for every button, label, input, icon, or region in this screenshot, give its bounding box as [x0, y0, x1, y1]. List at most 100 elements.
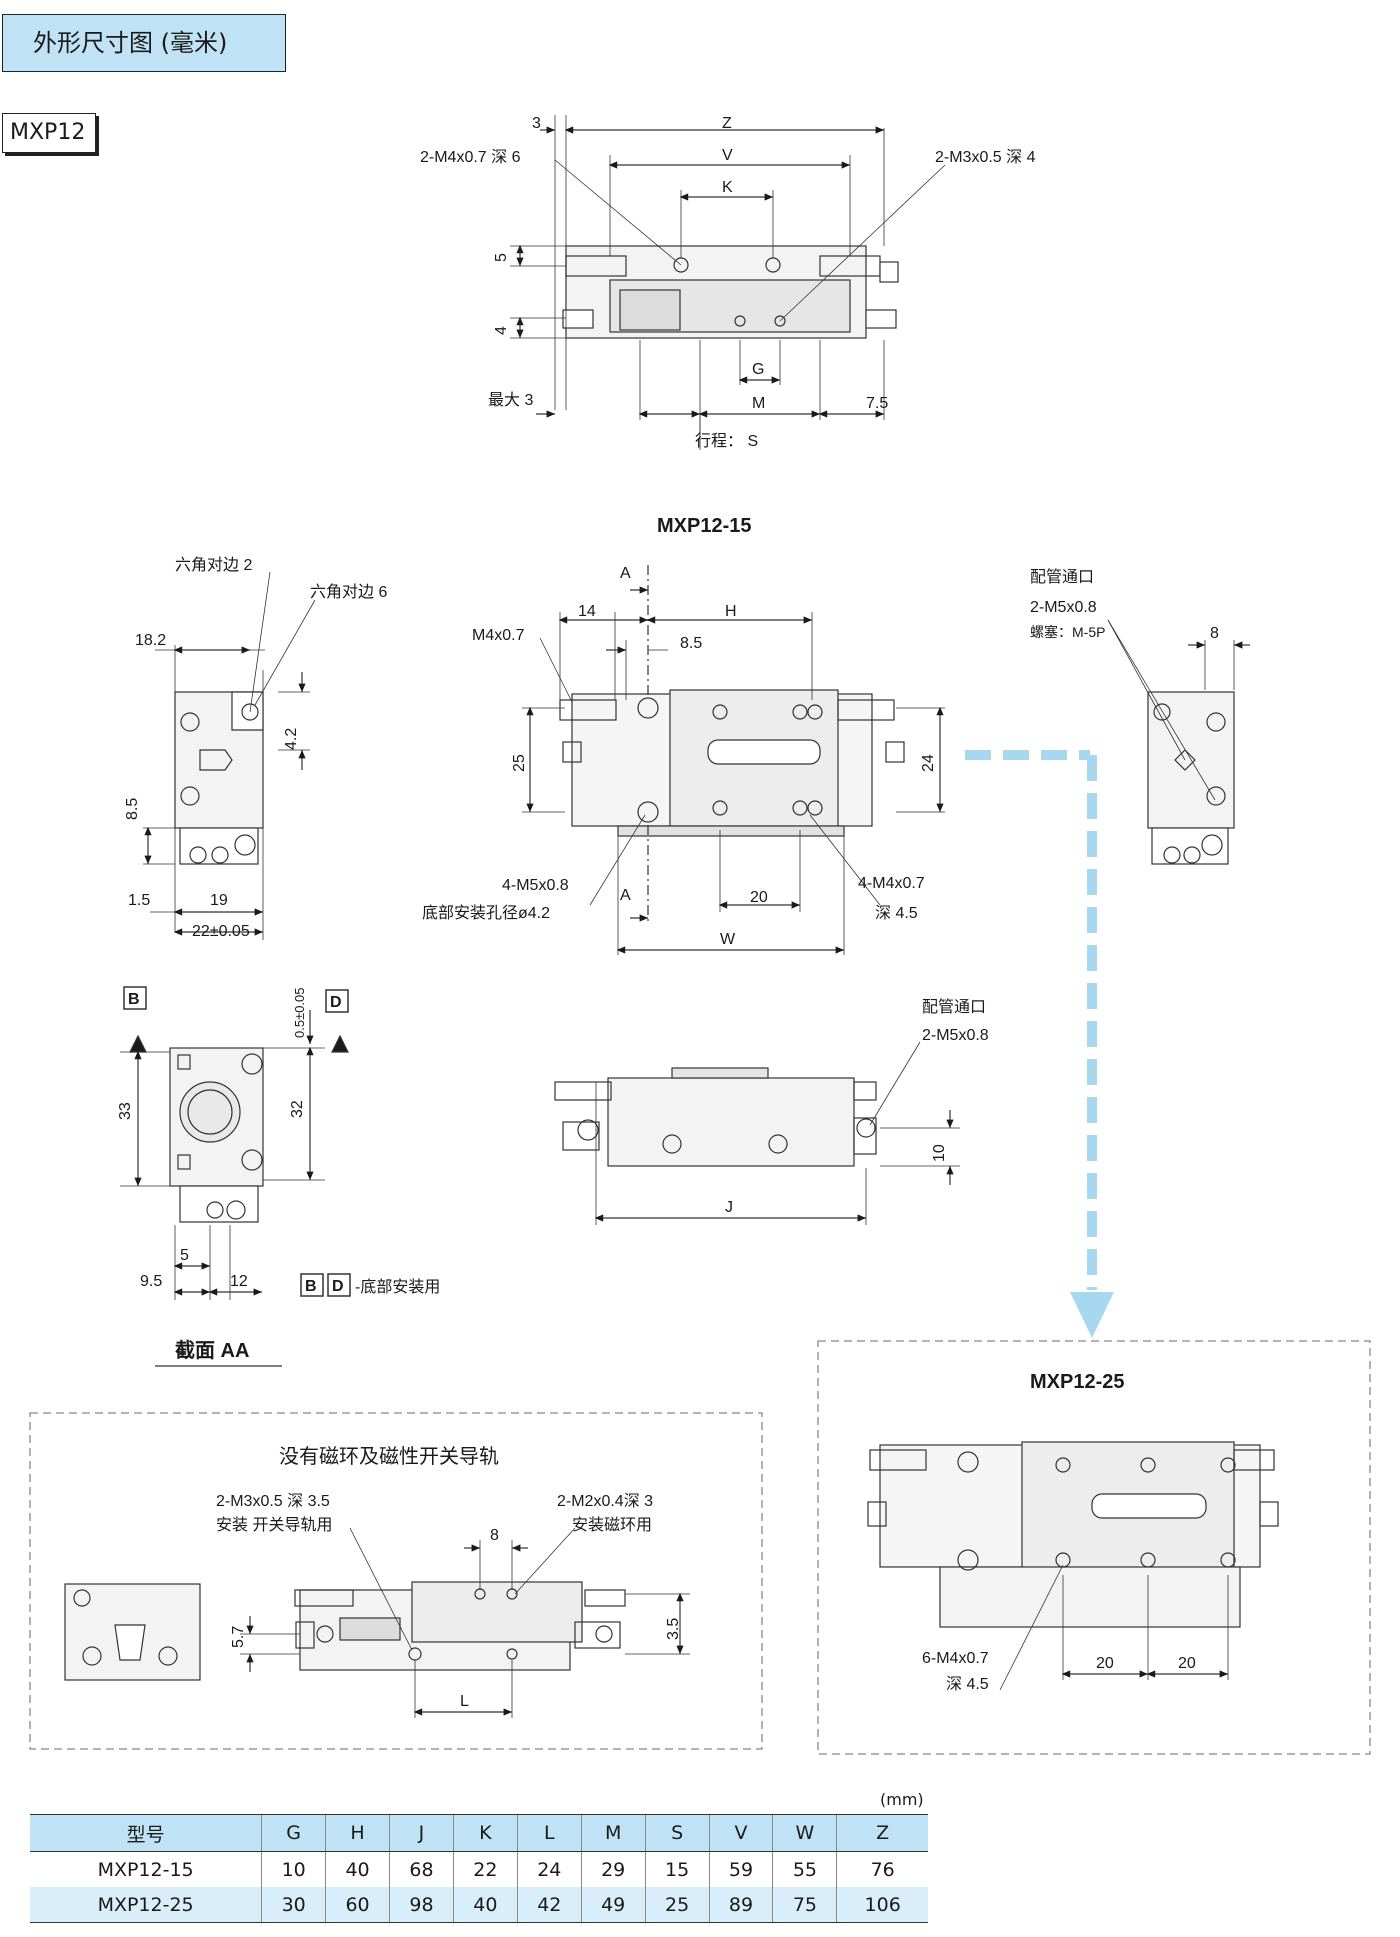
max-3: 最大 3 [488, 391, 533, 409]
col-header: J [389, 1814, 454, 1852]
col-header: K [452, 1814, 518, 1852]
depth-4-5: 深 4.5 [875, 904, 918, 922]
thread-4m5: 4-M5x0.8 [502, 877, 569, 894]
hex6-label: 六角对边 6 [310, 583, 387, 601]
table-cell: 40 [325, 1851, 390, 1887]
dim-7-5: 7.5 [866, 395, 888, 412]
label-d-note: D [332, 1278, 344, 1295]
dim-z: Z [722, 115, 732, 132]
table-cell: 30 [261, 1887, 326, 1923]
table-cell: MXP12-15 [30, 1851, 262, 1887]
dim-w: W [720, 931, 736, 948]
table-row: MXP12-25 30 60 98 40 42 49 25 89 75 106 [30, 1887, 928, 1923]
no-magnet-labels: 没有磁环及磁性开关导轨 2-M3x0.5 深 3.5 安装 开关导轨用 2-M2… [216, 1445, 682, 1710]
dim-0-5: 0.5±0.05 [292, 987, 307, 1038]
mxp25-thread: 6-M4x0.7 [922, 1650, 989, 1667]
mxp12-25-labels: MXP12-25 6-M4x0.7 深 4.5 20 20 [922, 1371, 1196, 1693]
dim-8-5: 8.5 [124, 798, 141, 820]
dim-4: 4 [493, 326, 510, 335]
table-cell: 40 [452, 1887, 518, 1923]
table-cell: 98 [389, 1887, 454, 1923]
page-title: 外形尺寸图 (毫米) [2, 14, 286, 72]
dim-32: 32 [289, 1100, 306, 1118]
nm-thread-right: 2-M2x0.4深 3 [557, 1492, 653, 1510]
nm-dim-l: L [460, 1693, 469, 1710]
label-b-note: B [305, 1278, 317, 1295]
section-aa-title: 截面 AA [175, 1338, 249, 1362]
table-cell: 24 [516, 1851, 582, 1887]
dim-19: 19 [210, 892, 228, 909]
section-a-bottom: A [620, 887, 631, 904]
right-side-view [1107, 619, 1250, 865]
col-header: L [516, 1814, 582, 1852]
table-cell: 49 [580, 1887, 646, 1923]
top-view [510, 115, 946, 450]
mxp12-25-title: MXP12-25 [1030, 1371, 1125, 1393]
col-header: Z [836, 1814, 928, 1852]
dim-20-front: 20 [750, 889, 768, 906]
flow-arrow [965, 750, 1097, 1290]
mxp12-15-title: MXP12-15 [657, 515, 752, 537]
nm-dim-8: 8 [490, 1527, 499, 1544]
top-view-labels: 3 Z V K 2-M4x0.7 深 6 2-M3x0.5 深 4 5 4 G … [420, 115, 1036, 450]
table-cell: 10 [261, 1851, 326, 1887]
table-cell: 68 [389, 1851, 454, 1887]
dim-14: 14 [578, 603, 596, 620]
dim-25: 25 [511, 754, 528, 772]
nm-thread-left-use: 安装 开关导轨用 [216, 1516, 332, 1534]
section-aa-labels: B D 0.5±0.05 33 32 5 9.5 12 B D -底部安装用 截… [117, 987, 440, 1362]
no-magnet-box [29, 1412, 763, 1750]
section-a-top: A [620, 565, 631, 582]
mxp12-25-box [817, 1340, 1371, 1755]
dimension-table: 型号 G H J K L M S V W Z MXP12-15 10 40 68… [30, 1814, 928, 1923]
stroke-label: 行程： S [695, 432, 758, 450]
label-d: D [330, 994, 342, 1011]
dim-4-2: 4.2 [283, 728, 300, 750]
table-cell: 75 [772, 1887, 837, 1923]
left-side-view [143, 571, 316, 940]
table-cell: 89 [708, 1887, 773, 1923]
dim-24: 24 [920, 754, 937, 772]
dim-3: 3 [532, 115, 541, 132]
section-aa-view [120, 1010, 349, 1367]
bottom-port: 配管通口 [922, 998, 986, 1016]
thread-left: 2-M4x0.7 深 6 [420, 148, 521, 166]
bottom-view [554, 1041, 960, 1225]
table-cell: MXP12-25 [30, 1887, 262, 1923]
table-cell: 25 [644, 1887, 710, 1923]
table-cell: 60 [325, 1887, 390, 1923]
table-cell: 59 [708, 1851, 773, 1887]
dim-v: V [722, 147, 733, 164]
nm-dim-3-5: 3.5 [665, 1618, 682, 1640]
table-cell: 15 [644, 1851, 710, 1887]
table-cell: 29 [580, 1851, 646, 1887]
dim-m: M [752, 395, 765, 412]
dim-9-5: 9.5 [140, 1273, 162, 1290]
arrow-head [1070, 1292, 1114, 1338]
dim-h: H [725, 603, 737, 620]
mxp12-25-view [867, 1441, 1279, 1691]
bd-note: -底部安装用 [355, 1278, 440, 1296]
nm-thread-right-use: 安装磁环用 [572, 1516, 652, 1534]
port-label: 配管通口 [1030, 568, 1094, 586]
dim-22: 22±0.05 [192, 923, 250, 940]
col-header: M [580, 1814, 646, 1852]
mxp25-dim-20a: 20 [1096, 1655, 1114, 1672]
model-tag: MXP12 [2, 113, 96, 153]
no-magnet-views [64, 1527, 690, 1718]
dim-10: 10 [931, 1144, 948, 1162]
dim-1-5: 1.5 [128, 892, 150, 909]
table-cell: 106 [836, 1887, 928, 1923]
mxp25-depth: 深 4.5 [946, 1675, 989, 1693]
table-cell: 55 [772, 1851, 837, 1887]
table-cell: 42 [516, 1887, 582, 1923]
col-header: S [644, 1814, 710, 1852]
dim-12: 12 [230, 1273, 248, 1290]
table-row: MXP12-15 10 40 68 22 24 29 15 59 55 76 [30, 1851, 928, 1887]
dim-18-2: 18.2 [135, 632, 166, 649]
col-header: H [325, 1814, 390, 1852]
label-b: B [128, 991, 140, 1008]
thread-4m4: 4-M4x0.7 [858, 875, 925, 892]
dim-k: K [722, 179, 733, 196]
